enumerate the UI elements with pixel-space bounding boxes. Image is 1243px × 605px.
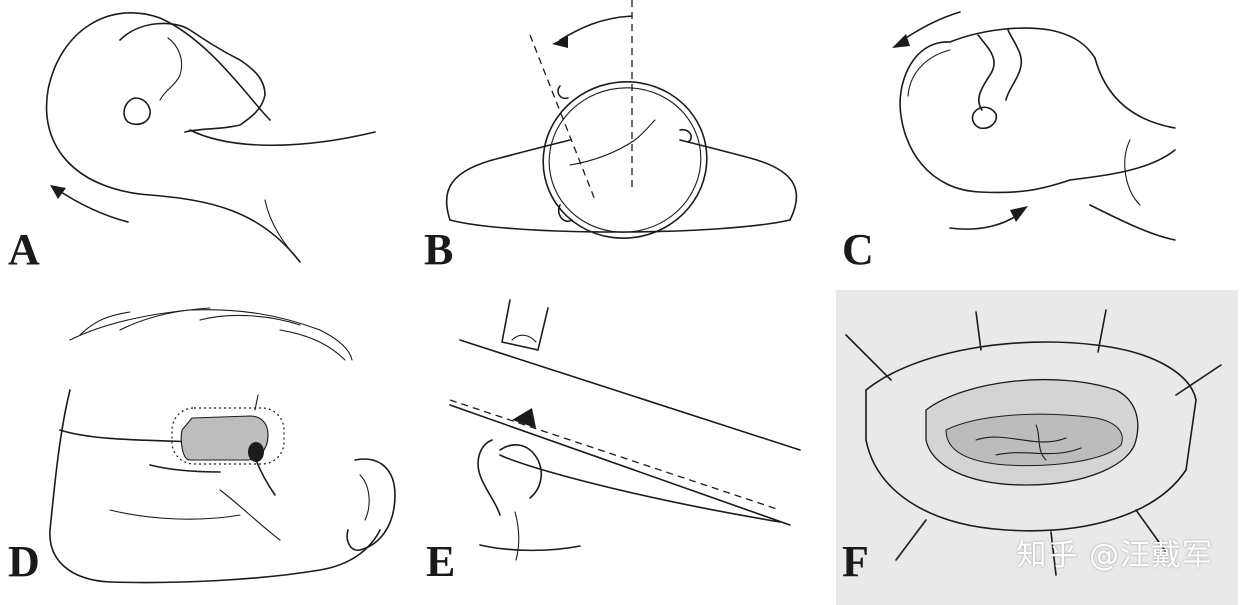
- panel-c-label: C: [842, 225, 874, 274]
- panel-b: B: [410, 0, 830, 285]
- panel-d-illustration: [49, 307, 396, 584]
- panel-a-illustration: [45, 12, 376, 263]
- panel-f: F: [836, 290, 1238, 605]
- panel-a: A: [0, 0, 410, 285]
- panel-f-label: F: [842, 537, 869, 586]
- panel-f-illustration: [845, 309, 1222, 576]
- panel-b-label: B: [424, 225, 454, 274]
- panel-e-illustration: [449, 299, 801, 561]
- panel-c: C: [830, 0, 1243, 285]
- panel-c-illustration: [892, 11, 1176, 241]
- panel-e-label: E: [426, 537, 456, 586]
- panel-d-label: D: [8, 537, 40, 586]
- panel-e: E: [420, 290, 835, 605]
- panel-b-illustration: [445, 0, 798, 239]
- watermark: 知乎 @汪戴军: [1016, 538, 1213, 573]
- panel-d: D: [0, 290, 420, 605]
- panel-a-label: A: [8, 225, 40, 274]
